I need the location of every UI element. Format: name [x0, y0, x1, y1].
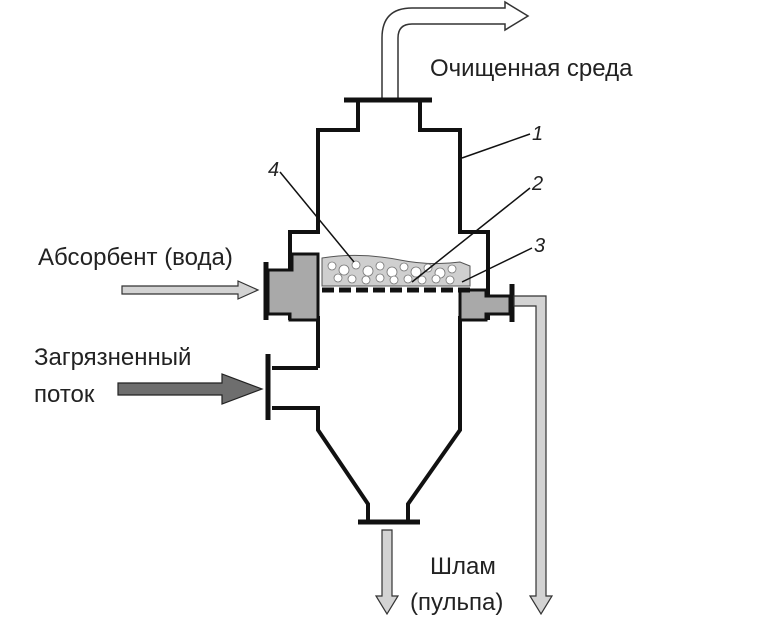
leader-1 — [461, 133, 531, 159]
foam-bubbles — [327, 260, 457, 285]
callout-1: 1 — [532, 123, 543, 145]
callout-3: 3 — [534, 235, 545, 257]
polluted-arrow — [117, 373, 264, 405]
overflow-drain-arrow — [513, 295, 554, 616]
absorbent-label: Абсорбент (вода) — [38, 244, 233, 271]
sludge-label-line2: (пульпа) — [410, 589, 503, 616]
leader-3 — [461, 247, 533, 283]
absorbent-inlet-nozzle — [266, 252, 320, 322]
callout-4: 4 — [268, 159, 279, 181]
vessel-body — [272, 100, 490, 522]
leader-2 — [411, 187, 531, 283]
absorbent-arrow — [121, 280, 260, 300]
polluted-label-line2: поток — [34, 381, 95, 408]
outlet-arrow — [381, 0, 530, 101]
callout-2: 2 — [531, 173, 543, 195]
clean-medium-label: Очищенная среда — [430, 55, 633, 82]
sludge-arrow — [374, 529, 400, 616]
sludge-label-line1: Шлам — [430, 553, 496, 580]
overflow-outlet-nozzle — [458, 288, 512, 322]
polluted-label-line1: Загрязненный — [34, 344, 191, 371]
leader-4 — [279, 171, 355, 263]
